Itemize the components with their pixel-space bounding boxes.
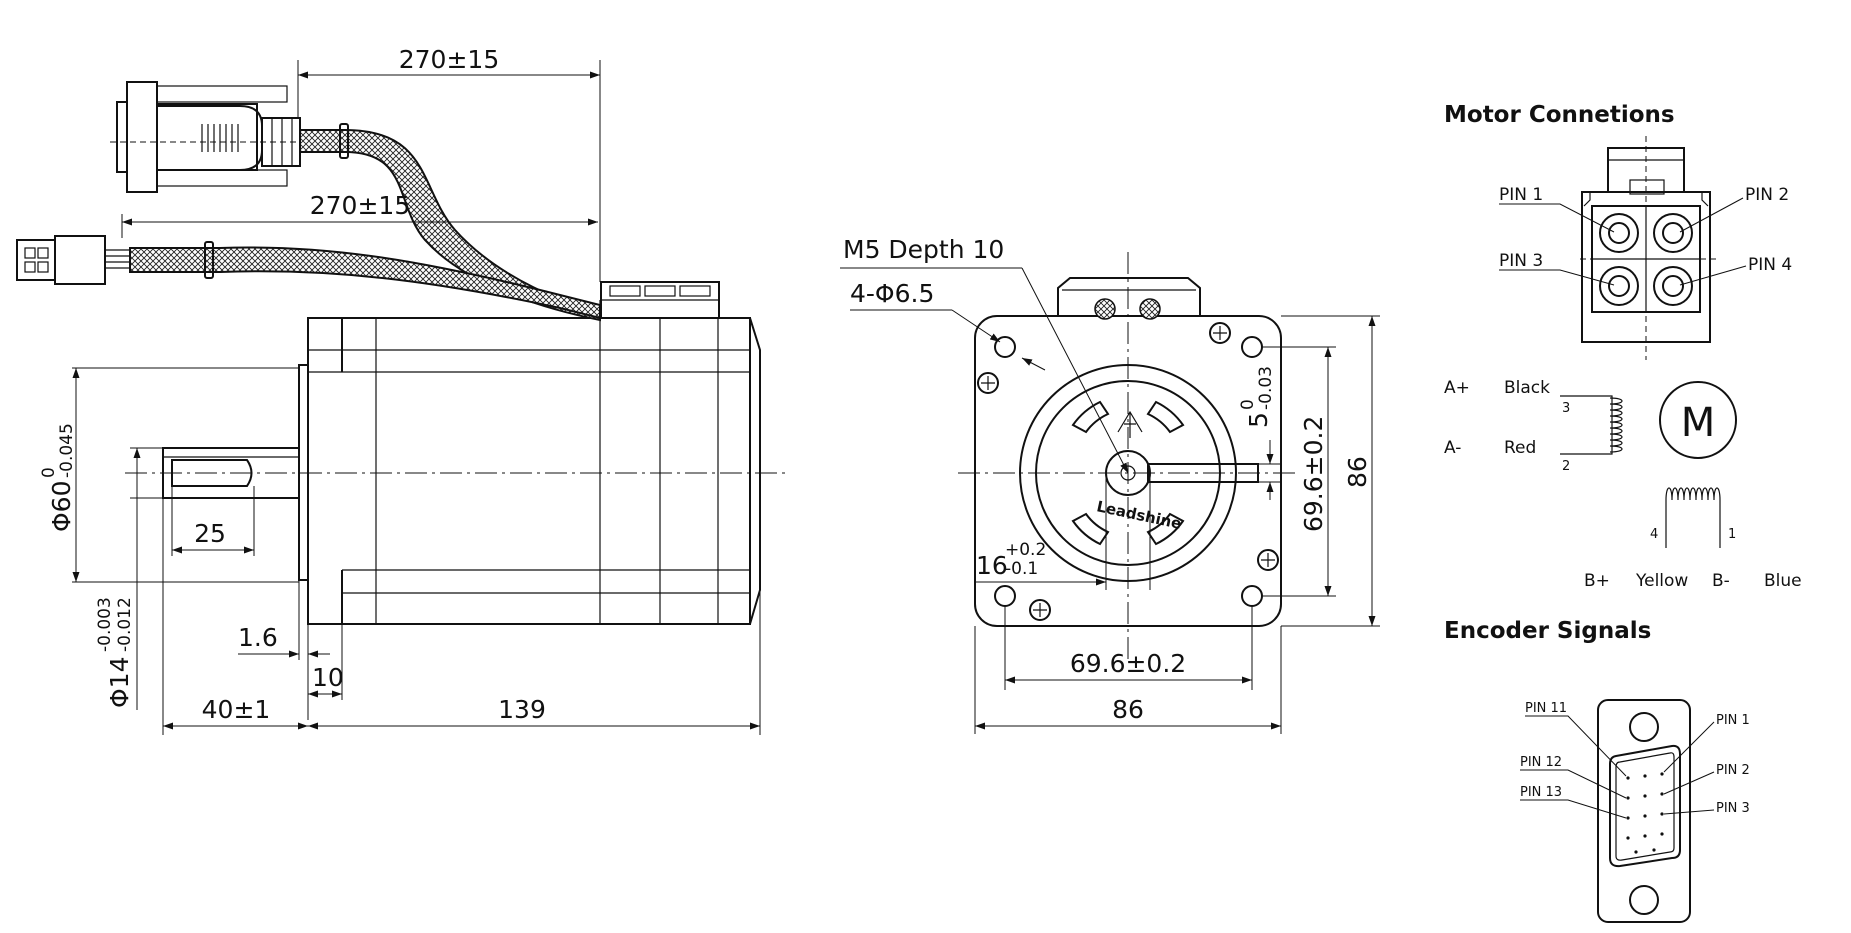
encoder-pin-grid (1626, 772, 1664, 854)
motor-connections-title: Motor Connetions (1444, 102, 1675, 128)
motor-connections: Motor Connetions PIN 1 PIN 2 PIN 3 PIN 4 (1444, 102, 1802, 591)
dim-body-length: 139 (498, 695, 546, 724)
motor-symbol-label: M (1681, 400, 1716, 446)
plug-grip-ribs (201, 124, 239, 152)
dim-flange-width: 86 (1112, 695, 1144, 724)
motor-connector (1580, 136, 1720, 360)
front-view: Leadshine M5 Depth 10 4-Φ6.5 5 0 -0.03 6… (840, 235, 1380, 734)
encoder-plug (110, 81, 301, 193)
encoder-pin-3-label: PIN 3 (1716, 801, 1750, 816)
motor-logo: Leadshine (1095, 497, 1183, 533)
dim-cable-length-bottom: 270±15 (310, 191, 410, 220)
power-cable (129, 246, 601, 320)
holes-note: 4-Φ6.5 (850, 279, 934, 308)
dim-pilot-diameter: Φ60 (47, 481, 76, 533)
dim-shaft-tol-lower: -0.012 (115, 597, 135, 652)
coil-b (1665, 487, 1721, 501)
thread-note: M5 Depth 10 (843, 235, 1004, 264)
dim-flange-thickness: 10 (312, 663, 344, 692)
side-dimensions: 270±15 270±15 Φ60 0 -0.045 Φ14 -0.003 -0… (39, 45, 761, 735)
coil-b-right-pin: 1 (1728, 527, 1736, 542)
flange-screws (977, 322, 1279, 621)
encoder-pin-2-label: PIN 2 (1716, 763, 1750, 778)
dim-bolt-circle-horizontal: 69.6±0.2 (1070, 649, 1186, 678)
dim-shaft-length: 40±1 (202, 695, 271, 724)
encoder-signals: Encoder Signals PIN 11 PIN 12 PIN 13 PIN… (1444, 618, 1750, 923)
encoder-signals-title: Encoder Signals (1444, 618, 1651, 644)
dim-bolt-circle-vertical: 69.6±0.2 (1299, 416, 1328, 532)
dim-pilot-tol-upper: 0 (39, 467, 59, 478)
dim-pilot-tol-lower: -0.045 (57, 423, 77, 478)
dim-flange-step: 1.6 (238, 623, 278, 652)
logo-mark (1117, 410, 1143, 438)
coil-a-top-pin: 3 (1562, 401, 1570, 416)
dim-cable-length-top: 270±15 (399, 45, 499, 74)
wire-b-plus: B+ (1584, 571, 1610, 591)
dim-key-tol-lower: -0.03 (1256, 366, 1276, 410)
dim-key-width: 5 (1244, 412, 1273, 428)
wire-a-plus-color: Black (1504, 378, 1550, 398)
dim-key-length: 25 (194, 519, 226, 548)
encoder-pin-11-label: PIN 11 (1525, 701, 1567, 716)
encoder-pin-13-label: PIN 13 (1520, 785, 1562, 800)
motor-pin-1-label: PIN 1 (1499, 185, 1543, 205)
wire-a-plus: A+ (1444, 378, 1470, 398)
encoder-pin-12-label: PIN 12 (1520, 755, 1562, 770)
motor-pin-2-label: PIN 2 (1745, 185, 1789, 205)
coil-a-bottom-pin: 2 (1562, 459, 1570, 474)
power-plug (16, 235, 130, 285)
wire-a-minus-color: Red (1504, 438, 1536, 458)
motor-pin-4-label: PIN 4 (1748, 255, 1792, 275)
dim-flange-height: 86 (1343, 456, 1372, 488)
wire-b-minus-color: Blue (1764, 571, 1802, 591)
dim-shaft-tol-upper: -0.003 (95, 597, 115, 652)
motor-pin-3-label: PIN 3 (1499, 251, 1543, 271)
motor-body (162, 281, 761, 625)
dim-shaft-flat-tol-lower: -0.1 (1005, 559, 1038, 579)
motor-symbol (1659, 381, 1737, 459)
dim-key-tol-upper: 0 (1238, 399, 1258, 410)
wire-b-plus-color: Yellow (1635, 571, 1688, 591)
coil-a (1609, 397, 1623, 453)
coil-b-left-pin: 4 (1650, 527, 1658, 542)
encoder-pin-1-label: PIN 1 (1716, 713, 1750, 728)
dim-shaft-flat-tol-upper: +0.2 (1005, 540, 1046, 560)
dim-shaft-diameter: Φ14 (105, 657, 134, 709)
dim-shaft-flat: 16 (976, 551, 1008, 580)
side-view: 270±15 270±15 Φ60 0 -0.045 Φ14 -0.003 -0… (16, 45, 790, 735)
encoder-connector (1597, 699, 1691, 923)
wire-a-minus: A- (1444, 438, 1461, 458)
wire-b-minus: B- (1712, 571, 1730, 591)
